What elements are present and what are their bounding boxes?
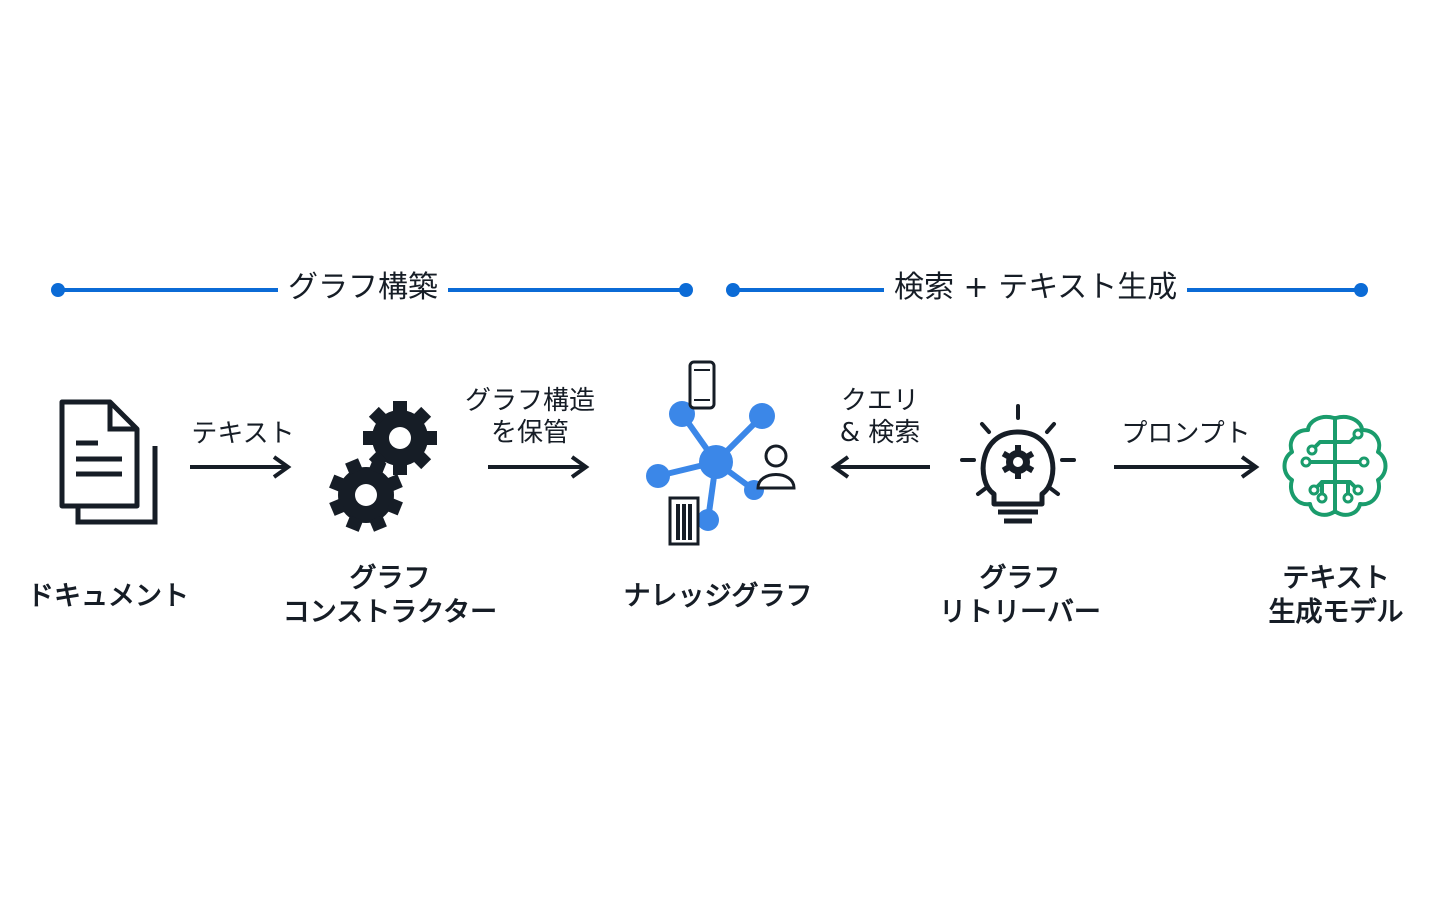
gears-icon: [329, 401, 437, 532]
node-label-line: リトリーバー: [939, 597, 1101, 628]
node-label-document: ドキュメント: [27, 581, 189, 612]
arrow-right-icon: [488, 455, 590, 479]
lightbulb-gear-icon: [960, 404, 1076, 524]
phase-bar-start-dot: [726, 283, 740, 297]
phase-bar-end-dot: [1354, 283, 1368, 297]
phase-bar-end-dot: [679, 283, 693, 297]
building-icon: [668, 496, 700, 546]
edge-label-line: グラフ構造: [464, 386, 595, 416]
edge-label-line: クエリ: [840, 386, 919, 416]
edge-label-line: を保管: [490, 418, 569, 448]
person-icon: [756, 444, 796, 490]
phase-label-search-generation: 検索 + テキスト生成: [884, 273, 1188, 303]
documents-icon: [59, 399, 158, 525]
node-label-graph-retriever: グラフ リトリーバー: [920, 562, 1120, 630]
node-label-line: 生成モデル: [1268, 597, 1404, 628]
node-label-line: グラフ: [349, 563, 431, 594]
edge-label-query-search: クエリ & 検索: [820, 385, 940, 449]
arrow-left-icon: [830, 455, 930, 479]
arrow-right-icon: [190, 455, 292, 479]
brain-circuit-icon: [1282, 415, 1388, 517]
phase-bar-start-dot: [51, 283, 65, 297]
edge-label-prompt: プロンプト: [1121, 419, 1251, 449]
phone-icon: [688, 360, 716, 410]
node-label-line: グラフ: [979, 563, 1061, 594]
edge-label-store-graph: グラフ構造 を保管: [450, 385, 610, 449]
node-label-line: テキスト: [1282, 563, 1390, 594]
edge-label-text: テキスト: [191, 419, 295, 449]
phase-label-graph-build: グラフ構築: [278, 273, 448, 303]
node-label-graph-constructor: グラフ コンストラクター: [260, 562, 520, 630]
knowledge-graph-icon: [646, 360, 796, 546]
node-label-text-generation-model: テキスト 生成モデル: [1246, 562, 1426, 630]
arrow-right-icon: [1114, 455, 1260, 479]
node-label-line: コンストラクター: [282, 597, 498, 628]
edge-label-line: & 検索: [839, 418, 921, 448]
node-label-knowledge-graph: ナレッジグラフ: [623, 581, 813, 612]
